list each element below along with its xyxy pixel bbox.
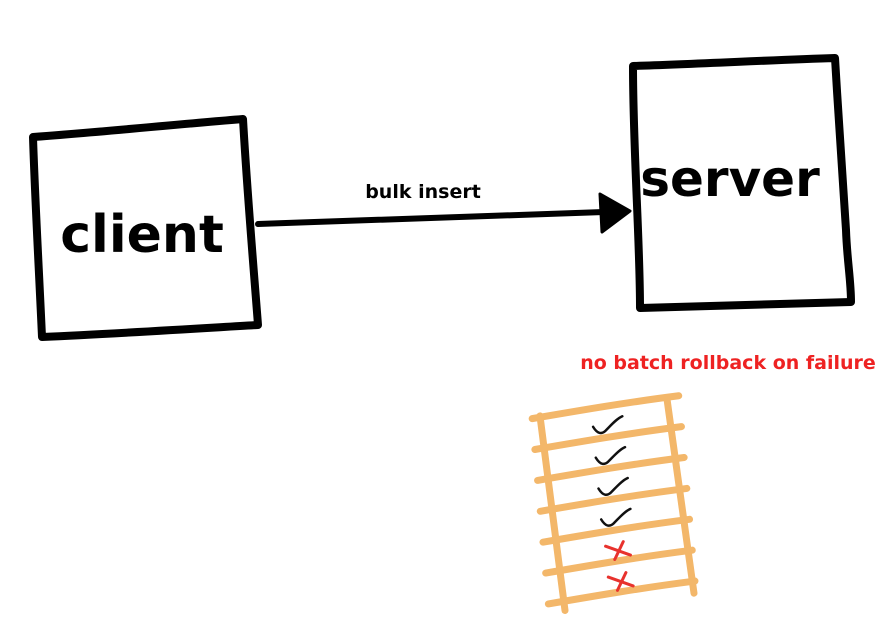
batch-row-divider: [542, 546, 696, 577]
batch-row-divider: [544, 577, 699, 608]
row-cross-icon: [606, 571, 635, 592]
client-label: client: [60, 205, 224, 265]
failure-note: no batch rollback on failure: [580, 352, 876, 374]
batch-row-divider: [539, 515, 694, 546]
row-cross-icon: [604, 540, 632, 561]
server-box: [629, 54, 855, 312]
batch-stack: [528, 392, 699, 614]
client-node: client: [29, 115, 262, 341]
batch-row-divider: [534, 454, 688, 484]
batch-row-divider: [531, 423, 685, 454]
batch-row-divider: [528, 392, 683, 423]
row-check-icon: [591, 415, 624, 435]
bulk-insert-arrow: bulk insert: [255, 181, 632, 234]
arrow-shaft: [255, 209, 607, 227]
server-label: server: [640, 150, 820, 208]
server-node: server: [629, 54, 855, 312]
arrow-label: bulk insert: [365, 181, 481, 203]
row-check-icon: [594, 445, 627, 466]
row-check-icon: [599, 507, 632, 527]
client-box: [29, 115, 262, 341]
batch-row-divider: [536, 484, 691, 515]
row-check-icon: [597, 476, 629, 497]
arrow-head: [598, 192, 632, 234]
